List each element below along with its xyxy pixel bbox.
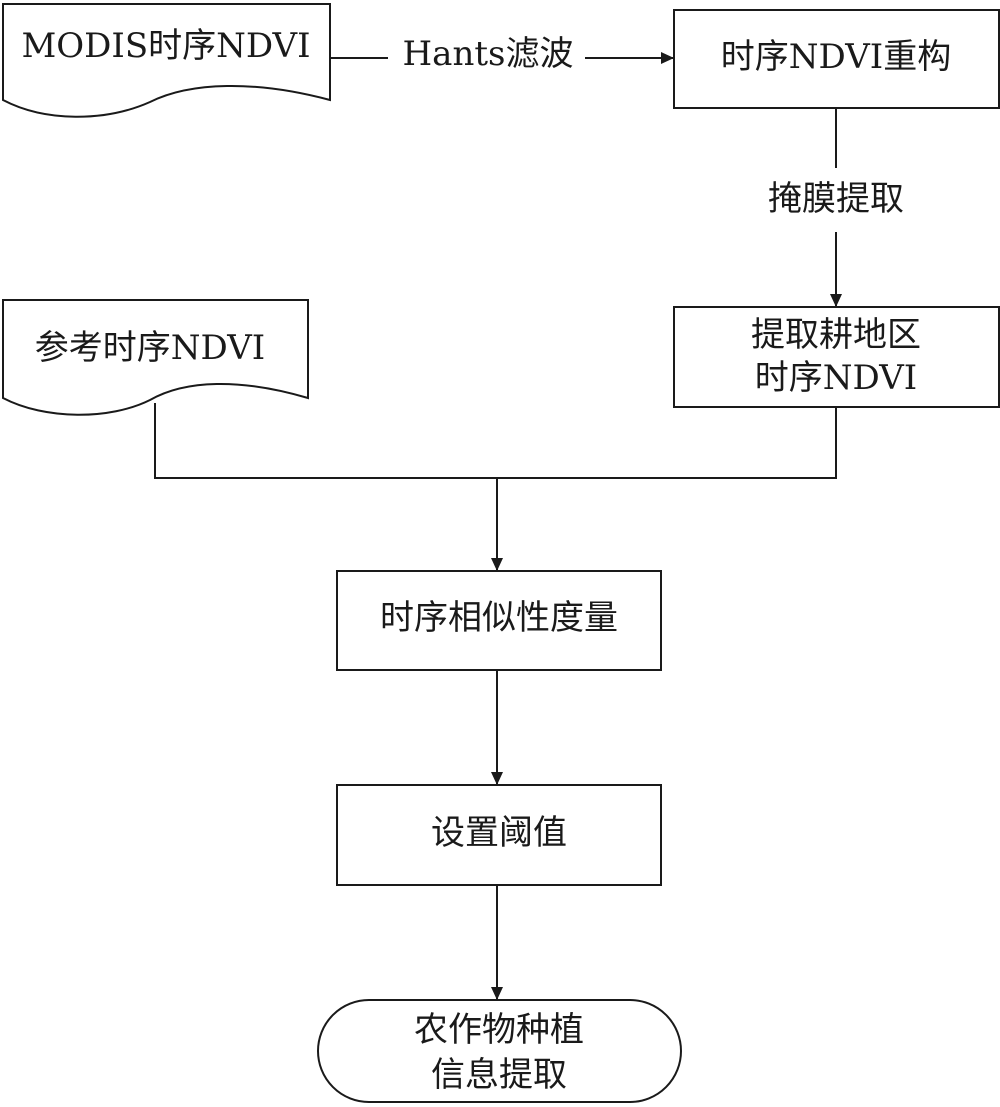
modis-ndvi-node: MODIS时序NDVI — [2, 3, 331, 118]
document-shape — [2, 3, 331, 118]
crop-info-node: 农作物种植 信息提取 — [317, 999, 682, 1103]
mask-extract-label: 掩膜提取 — [768, 179, 904, 219]
hants-filter-label: Hants滤波 — [403, 34, 574, 74]
document-shape — [1, 299, 309, 416]
reference-ndvi-node: 参考时序NDVI — [1, 299, 309, 416]
process-box — [673, 9, 1000, 109]
farmland-ndvi-label-line1: 提取耕地区 — [751, 315, 921, 355]
merge-connector — [154, 403, 837, 571]
process-box — [336, 784, 662, 886]
merge-line — [154, 403, 837, 479]
crop-info-label-line2: 信息提取 — [431, 1055, 567, 1095]
ndvi-reconstruct-label: 时序NDVI重构 — [721, 37, 951, 77]
terminator-shape — [317, 999, 682, 1103]
similarity-measure-node: 时序相似性度量 — [336, 570, 662, 671]
hants-filter-connector: Hants滤波 — [330, 34, 674, 74]
set-threshold-label: 设置阈值 — [431, 813, 567, 853]
crop-info-label-line1: 农作物种植 — [414, 1010, 584, 1050]
process-box — [336, 570, 662, 671]
mask-extract-connector: 掩膜提取 — [768, 108, 904, 307]
reference-ndvi-label: 参考时序NDVI — [35, 328, 265, 368]
similarity-measure-label: 时序相似性度量 — [380, 598, 618, 638]
farmland-ndvi-node: 提取耕地区 时序NDVI — [673, 306, 1000, 408]
farmland-ndvi-label-line2: 时序NDVI — [755, 358, 917, 398]
modis-ndvi-label: MODIS时序NDVI — [21, 26, 310, 66]
set-threshold-node: 设置阈值 — [336, 784, 662, 886]
process-box — [673, 306, 1000, 408]
ndvi-reconstruct-node: 时序NDVI重构 — [673, 9, 1000, 109]
